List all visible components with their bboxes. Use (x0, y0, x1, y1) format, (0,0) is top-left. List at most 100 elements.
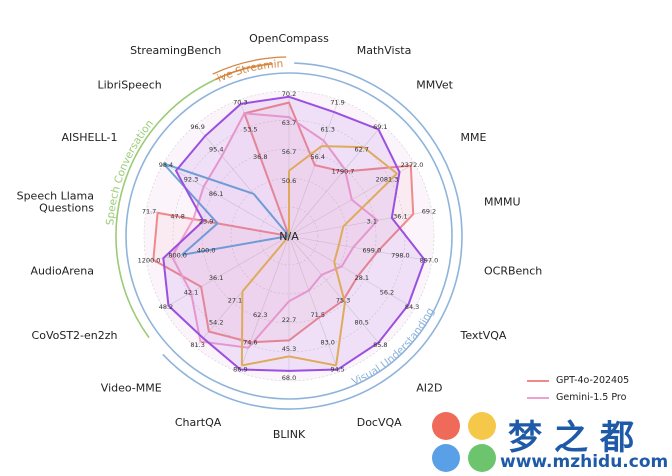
tick-label: 62.3 (253, 311, 267, 319)
axis-label: Video-MME (101, 382, 162, 395)
speech-group-arc (115, 78, 216, 339)
tick-label: 36.1 (393, 212, 407, 220)
series-polygon (152, 101, 415, 344)
series-layer (152, 95, 426, 372)
axis-label: OCRBench (484, 264, 542, 277)
grid-spoke (288, 210, 432, 237)
axis-label: OpenCompass (249, 32, 329, 45)
tick-label: 56.7 (282, 148, 296, 156)
series-polygon (170, 112, 379, 349)
tick-label: 54.2 (209, 319, 223, 327)
watermark: 梦之都 www.mzhidu.com (430, 410, 670, 476)
visual-group-arc (162, 62, 463, 410)
tick-label: 86.1 (209, 190, 223, 198)
tick-label: 86.9 (233, 366, 247, 374)
axis-label: MME (460, 131, 486, 144)
tick-label: 23.9 (199, 217, 213, 225)
tick-label: 98.4 (159, 161, 173, 169)
axis-label: CoVoST2-en2zh (32, 329, 118, 342)
tick-label: 69.1 (373, 123, 387, 131)
tick-label: 45.3 (282, 345, 296, 353)
axis-label: LibriSpeech (97, 78, 161, 91)
series-polygon (162, 95, 426, 372)
legend-item: GPT-4o-202405 (527, 372, 657, 389)
watermark-green-dot (468, 444, 496, 472)
tick-label: 83.0 (320, 338, 334, 346)
tick-label: 74.6 (243, 338, 257, 346)
tick-label: 53.5 (243, 126, 257, 134)
tick-label: 75.3 (336, 296, 350, 304)
tick-label: 36.8 (253, 153, 267, 161)
tick-label: 27.1 (228, 296, 242, 304)
live-streaming-box-outer (212, 56, 287, 75)
tick-label: 61.3 (320, 126, 334, 134)
tick-label: 1200.0 (138, 257, 161, 265)
legend-item: Gemini-1.5 Pro (527, 389, 657, 406)
series-line (162, 162, 290, 256)
tick-label: 95.4 (209, 145, 223, 153)
legend: GPT-4o-202405 Gemini-1.5 Pro (527, 372, 657, 406)
grid-ring (143, 90, 435, 382)
tick-label: 92.3 (184, 175, 198, 183)
tick-label: 81.3 (190, 341, 204, 349)
tick-label: 2372.0 (401, 161, 424, 169)
tick-label: 70.2 (282, 90, 296, 98)
tick-label: 71.5 (311, 311, 325, 319)
tick-label: 48.2 (159, 303, 173, 311)
tick-label: 28.1 (355, 274, 369, 282)
tick-labels: 70.263.756.750.671.961.356.469.162.71790… (138, 90, 439, 382)
tick-label: 80.5 (354, 319, 368, 327)
watermark-red-dot (432, 412, 460, 440)
tick-label: 3.1 (367, 217, 377, 225)
grid-spoke (288, 99, 339, 237)
grid-spoke (288, 235, 415, 309)
legend-label: GPT-4o-202405 (556, 375, 630, 386)
tick-label: 897.0 (420, 257, 439, 265)
watermark-yellow-dot (468, 412, 496, 440)
axis-label: ChartQA (175, 416, 222, 429)
axis-label: MMMU (484, 196, 521, 209)
watermark-glyphs: 梦之都 (508, 418, 646, 458)
tick-label: 56.4 (311, 153, 325, 161)
live-group-arc (214, 62, 273, 81)
tick-label: 1790.7 (332, 168, 355, 176)
tick-label: 22.7 (282, 316, 296, 324)
axis-label: MMVet (416, 78, 453, 91)
tick-label: 56.2 (380, 289, 394, 297)
tick-label: 2081.3 (376, 175, 399, 183)
tick-label: 71.9 (330, 98, 344, 106)
tick-label: 69.2 (422, 207, 436, 215)
grid-spoke (163, 235, 290, 309)
tick-label: 84.3 (405, 303, 419, 311)
grid-spoke (288, 235, 432, 262)
tick-label: 94.5 (330, 366, 344, 374)
grid-spoke (239, 235, 290, 373)
tick-label: 71.7 (142, 207, 156, 215)
axis-label: AudioArena (30, 264, 94, 277)
axis-label: MathVista (357, 44, 412, 57)
tick-label: 699.0 (363, 247, 382, 255)
watermark-blue-dot (432, 444, 460, 472)
axis-label: TextVQA (459, 329, 506, 342)
grid-spoke (288, 235, 339, 373)
inner-ring (125, 72, 453, 400)
tick-label: 42.1 (184, 289, 198, 297)
axis-label: BLINK (273, 428, 306, 441)
center-label: N/A (279, 230, 299, 243)
tick-label: 70.3 (233, 98, 247, 106)
grid-spoke (163, 163, 290, 237)
series-line (240, 145, 398, 367)
grid-spoke (288, 235, 383, 348)
tick-label: 800.0 (168, 252, 187, 260)
tick-label: 798.0 (391, 252, 410, 260)
axis-label: AISHELL-1 (62, 131, 118, 144)
axis-label: DocVQA (357, 416, 402, 429)
tick-label: 36.1 (209, 274, 223, 282)
tick-label: 68.0 (282, 374, 296, 382)
legend-label: Gemini-1.5 Pro (556, 392, 627, 403)
tick-label: 96.9 (190, 123, 204, 131)
tick-label: 62.7 (354, 145, 368, 153)
